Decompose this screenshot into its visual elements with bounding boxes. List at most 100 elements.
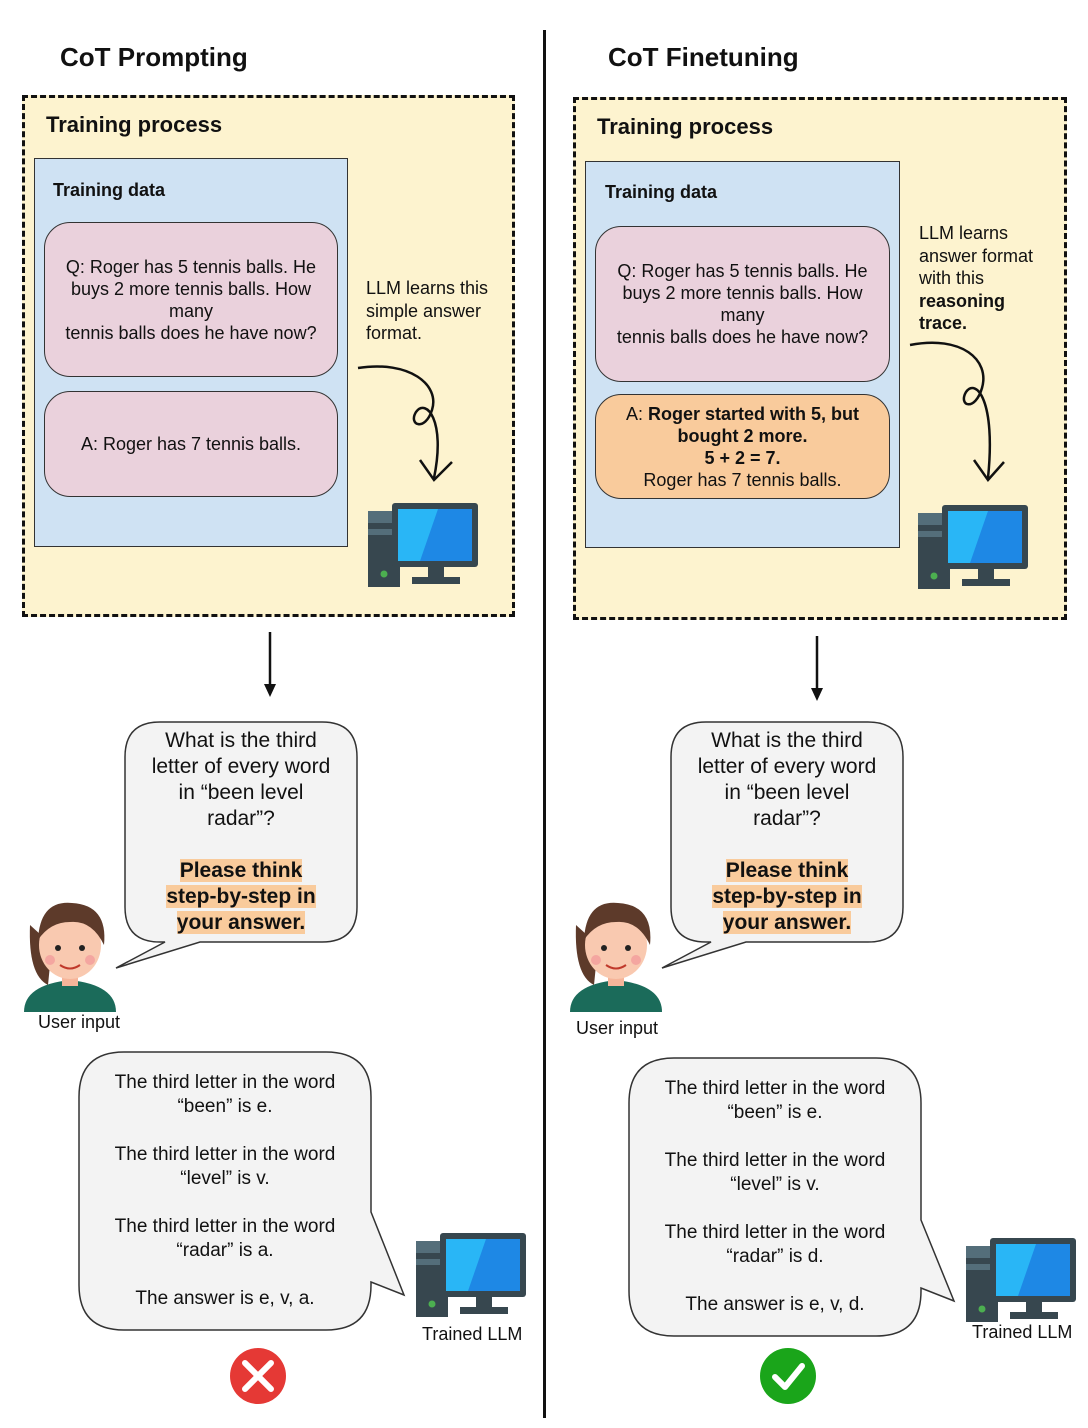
question-line: buys 2 more tennis balls. How [70, 278, 312, 299]
output-line: “radar” is d. [726, 1246, 824, 1267]
right-user-label: User input [576, 1018, 659, 1038]
bubble-line: in “been level [724, 781, 850, 804]
output-line: The third letter in the word [114, 1072, 336, 1093]
wrong-x-icon [230, 1348, 286, 1404]
right-training-computer-icon [918, 505, 1028, 589]
highlighted-text: your answer. [176, 911, 306, 934]
bubble-line: letter of every word [697, 755, 877, 778]
note-bold-line: trace. [919, 313, 968, 333]
output-line: “level” is v. [730, 1174, 820, 1195]
note-line: LLM learns [919, 223, 1009, 243]
output-line: The third letter in the word [664, 1222, 886, 1243]
output-line: “been” is e. [727, 1102, 823, 1123]
left-curly-arrow [357, 365, 439, 479]
right-llm-label: Trained LLM [972, 1322, 1073, 1342]
note-line: answer format [919, 245, 1034, 266]
highlighted-text: Please think [179, 859, 303, 882]
output-line: The answer is e, v, a. [135, 1288, 315, 1309]
left-llm-label: Trained LLM [422, 1324, 523, 1344]
right-output-text: The third letter in the word “been” is e.… [634, 1077, 916, 1317]
bubble-line: What is the third [165, 729, 317, 752]
question-line: buys 2 more tennis balls. How [622, 283, 863, 303]
spacer [130, 832, 352, 858]
spacer [84, 1119, 366, 1143]
left-user-avatar-icon [24, 902, 116, 1012]
note-line: with this [919, 268, 985, 288]
spacer [634, 1125, 916, 1149]
question-line: Q: Roger has 5 tennis balls. He [617, 261, 868, 281]
bubble-line: in “been level [178, 781, 304, 804]
highlighted-text: step-by-step in [166, 885, 316, 908]
right-user-avatar-icon [570, 902, 662, 1012]
answer-line: A: Roger has 7 tennis balls. [80, 434, 302, 454]
right-user-bubble-text: What is the third letter of every word in … [676, 728, 898, 936]
right-curly-arrow [909, 341, 992, 479]
bubble-bold-line: Please think [130, 858, 352, 884]
answer-prefix: A: [625, 403, 648, 424]
bubble-bold-line: your answer. [676, 910, 898, 936]
left-heading: CoT Prompting [60, 42, 248, 72]
output-line: The answer is e, v, d. [685, 1294, 865, 1315]
highlighted-text: step-by-step in [712, 885, 862, 908]
output-line: “been” is e. [177, 1096, 273, 1117]
bubble-line: What is the third [711, 729, 863, 752]
answer-bold-line: bought 2 more. [677, 425, 808, 446]
left-user-bubble-text: What is the third letter of every word in … [130, 728, 352, 936]
left-training-computer-icon [368, 503, 478, 587]
spacer [676, 832, 898, 858]
output-line: The third letter in the word [664, 1078, 886, 1099]
right-heading: CoT Finetuning [608, 42, 799, 72]
output-line: The third letter in the word [114, 1216, 336, 1237]
spacer [634, 1269, 916, 1293]
right-data-title: Training data [605, 182, 718, 202]
question-line: tennis balls does he have now? [65, 322, 317, 343]
note-bold-line: reasoning [919, 290, 1006, 311]
answer-bold-line: 5 + 2 = 7. [704, 447, 781, 468]
output-line: The third letter in the word [114, 1144, 336, 1165]
left-trained-llm-icon [416, 1233, 526, 1317]
bubble-line: radar”? [207, 807, 275, 830]
note-line: LLM learns this [366, 278, 489, 298]
output-line: The third letter in the word [664, 1150, 886, 1171]
correct-check-icon [760, 1348, 816, 1404]
highlighted-text: Please think [725, 859, 849, 882]
right-training-title: Training process [597, 114, 774, 139]
question-line: tennis balls does he have now? [616, 327, 869, 347]
left-answer-pill: A: Roger has 7 tennis balls. [44, 391, 338, 497]
bubble-bold-line: Please think [676, 858, 898, 884]
question-line: Q: Roger has 5 tennis balls. He [65, 256, 317, 277]
question-line: many [168, 300, 213, 321]
left-output-text: The third letter in the word “been” is e.… [84, 1071, 366, 1311]
note-line: format. [366, 323, 423, 343]
bubble-bold-line: step-by-step in [130, 884, 352, 910]
left-training-title: Training process [46, 112, 223, 137]
panel-divider [543, 30, 546, 1418]
bubble-bold-line: step-by-step in [676, 884, 898, 910]
output-line: “level” is v. [180, 1168, 270, 1189]
bubble-bold-line: your answer. [130, 910, 352, 936]
note-line: simple answer [366, 300, 482, 321]
spacer [84, 1263, 366, 1287]
bubble-line: letter of every word [151, 755, 331, 778]
right-trained-llm-icon [966, 1238, 1076, 1322]
left-user-label: User input [38, 1012, 121, 1032]
answer-bold: Roger started with 5, but [647, 403, 860, 424]
spacer [634, 1197, 916, 1221]
spacer [84, 1191, 366, 1215]
answer-line: Roger has 7 tennis balls. [643, 469, 842, 490]
left-answer-text: A: Roger has 7 tennis balls. [81, 433, 301, 455]
output-line: “radar” is a. [176, 1240, 274, 1261]
highlighted-text: your answer. [722, 911, 852, 934]
bubble-line: radar”? [753, 807, 821, 830]
answer-line: A: Roger started with 5, but [626, 403, 859, 425]
question-line: many [720, 305, 765, 325]
left-data-title: Training data [53, 180, 166, 200]
